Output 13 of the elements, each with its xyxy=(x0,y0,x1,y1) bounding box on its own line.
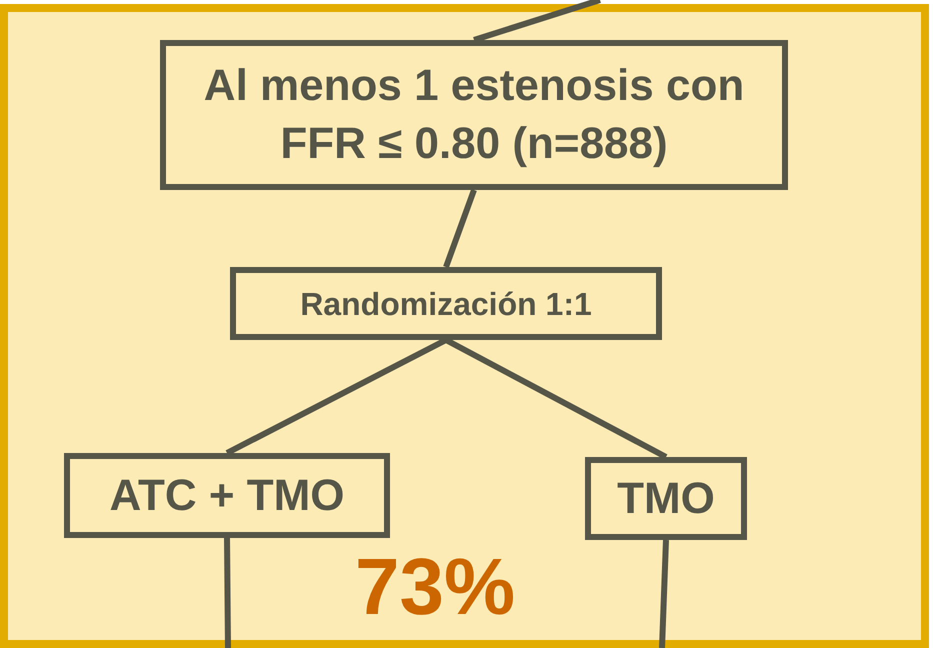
box-label: ATC + TMO xyxy=(109,470,345,522)
process-box xyxy=(160,40,788,190)
connector-line xyxy=(224,538,231,648)
box-label: TMO xyxy=(617,472,715,524)
connector-line xyxy=(473,0,601,43)
process-box xyxy=(64,453,390,538)
process-box xyxy=(230,267,662,340)
box-label: Al menos 1 estenosis con FFR ≤ 0.80 (n=888) xyxy=(202,60,746,170)
connector-line xyxy=(443,188,477,268)
box-label: Randomización 1:1 xyxy=(300,284,592,324)
process-box xyxy=(585,457,747,540)
connector-line xyxy=(659,540,669,648)
percentage-label: 73% xyxy=(355,542,516,632)
